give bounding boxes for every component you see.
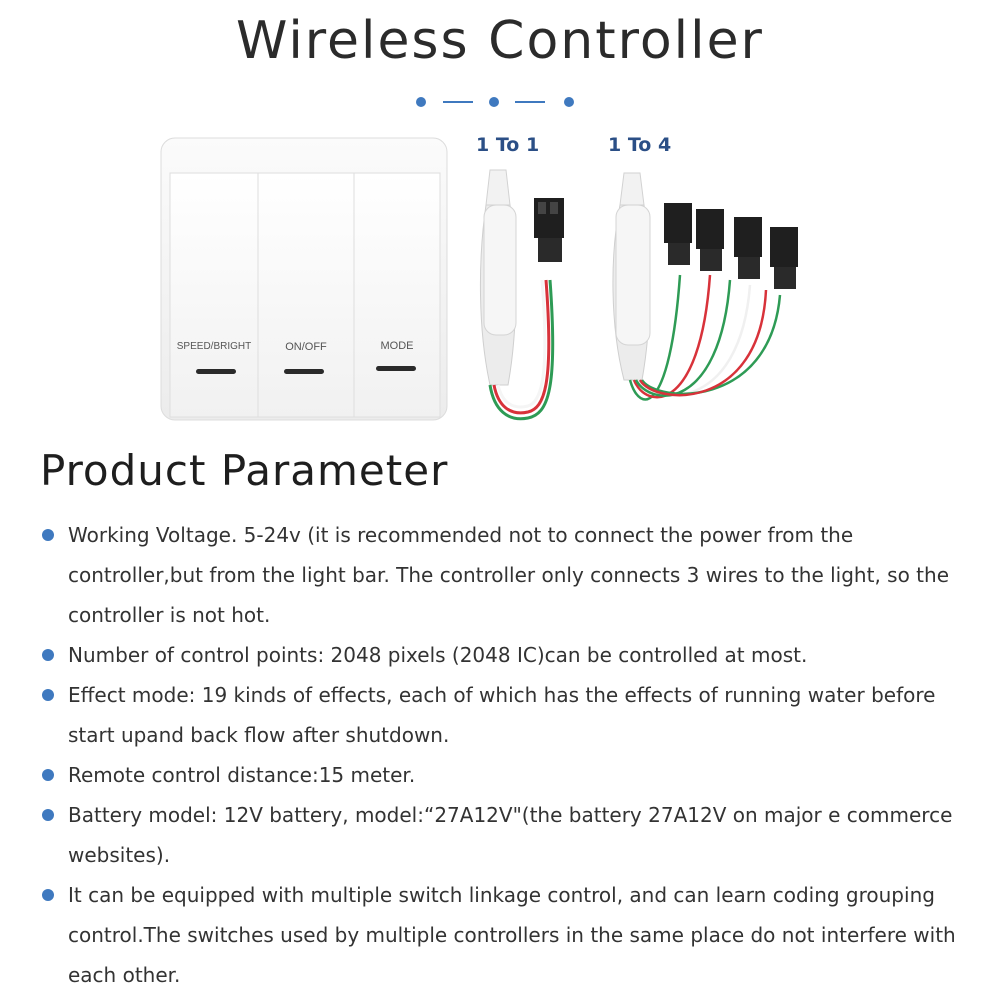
list-item: It can be equipped with multiple switch … [40,875,980,995]
bullet-icon [42,689,54,701]
parameter-list: Working Voltage. 5-24v (it is recommende… [40,515,980,995]
bullet-icon [42,889,54,901]
variant-label-1to4: 1 To 4 [608,134,672,156]
list-item: Remote control distance:15 meter. [40,755,980,795]
parameter-text: Battery model: 12V battery, model:“27A12… [68,803,953,867]
parameter-text: Remote control distance:15 meter. [68,763,416,787]
page-title: Wireless Controller [236,11,764,71]
parameter-text: Working Voltage. 5-24v (it is recommende… [68,523,949,627]
switch-label-mode: MODE [380,340,414,352]
switch-label-speed: SPEED/BRIGHT [176,341,252,352]
list-item: Effect mode: 19 kinds of effects, each o… [40,675,980,755]
parameter-text: It can be equipped with multiple switch … [68,883,956,987]
decorative-divider [416,97,574,107]
bullet-icon [42,809,54,821]
list-item: Number of control points: 2048 pixels (2… [40,635,980,675]
section-heading: Product Parameter [40,446,449,495]
variant-label-1to1: 1 To 1 [476,134,540,156]
list-item: Battery model: 12V battery, model:“27A12… [40,795,980,875]
controller-1to1-image [479,169,564,421]
bullet-icon [42,529,54,541]
bullet-icon [42,649,54,661]
list-item: Working Voltage. 5-24v (it is recommende… [40,515,980,635]
wall-switch-image [160,137,448,421]
parameter-text: Effect mode: 19 kinds of effects, each o… [68,683,936,747]
bullet-icon [42,769,54,781]
switch-label-onoff: ON/OFF [285,341,327,353]
controller-1to4-image [612,172,798,401]
parameter-text: Number of control points: 2048 pixels (2… [68,643,808,667]
